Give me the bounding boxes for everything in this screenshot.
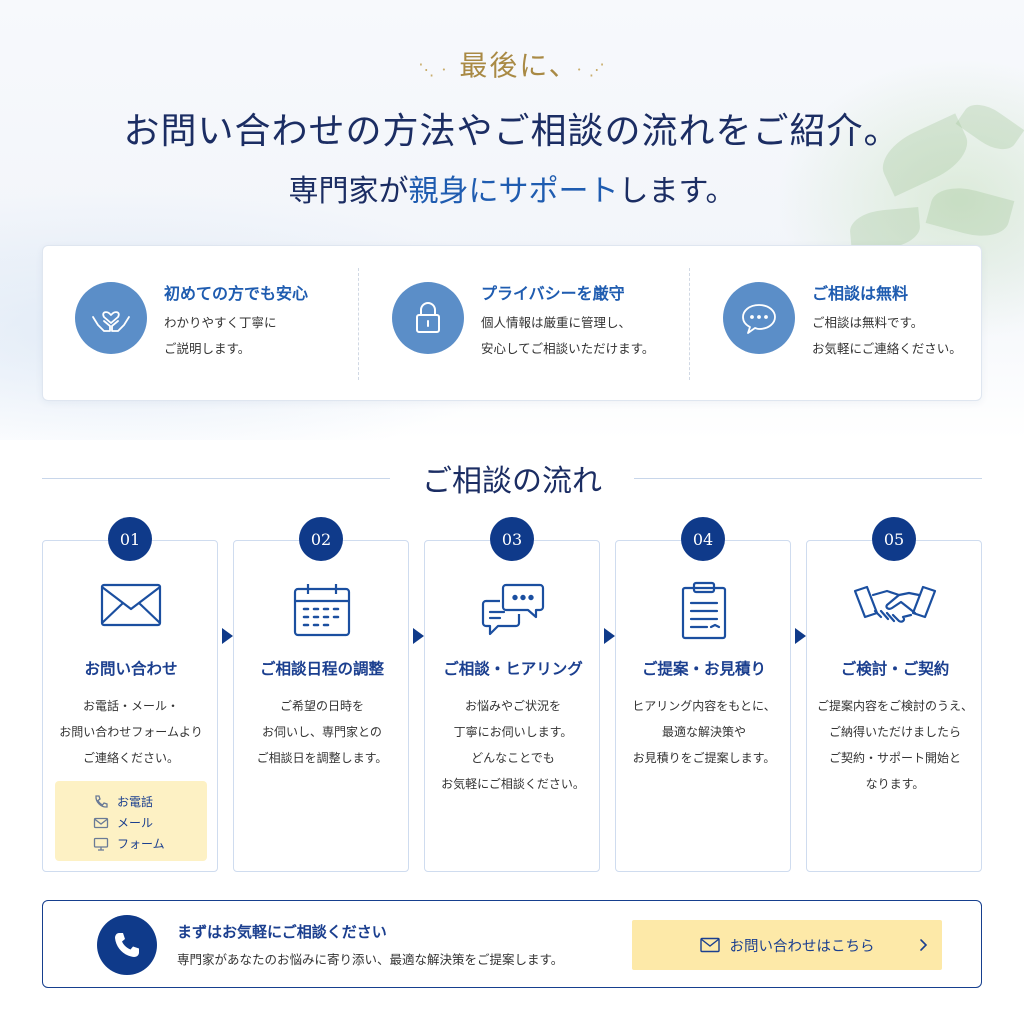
contact-button-label: お問い合わせはこちら: [729, 938, 875, 955]
phone-icon: [95, 794, 108, 808]
feature-item: 初めての方でも安心 わかりやすく丁寧に ご説明します。: [43, 246, 358, 402]
step-title: ご相談・ヒアリング: [443, 660, 583, 678]
feature-description: わかりやすく丁寧に ご説明します。: [164, 310, 277, 362]
step-line: ご納得いただけましたら: [828, 725, 961, 739]
feature-title: 初めての方でも安心: [164, 284, 309, 303]
contact-method-label: フォーム: [117, 837, 165, 851]
chat-bubble-icon: [723, 282, 795, 354]
flow-step-1: お問い合わせ お電話・メール・ お問い合わせフォームより ご連絡ください。 お電…: [42, 540, 218, 872]
step-line: なります。: [865, 777, 925, 791]
arrow-right-icon: [604, 628, 615, 644]
step-line: お問い合わせフォームより: [59, 725, 203, 739]
feature-item: プライバシーを厳守 個人情報は厳重に管理し、 安心してご相談いただけます。: [358, 246, 688, 402]
phone-icon: [97, 915, 157, 975]
cta-title: まずはお気軽にご相談ください: [177, 923, 387, 941]
calendar-icon: [234, 581, 410, 645]
flow-step-2: ご相談日程の調整 ご希望の日時を お伺いし、専門家との ご相談日を調整します。: [233, 540, 409, 872]
subtitle-highlight: 親身にサポート: [409, 166, 619, 210]
lock-icon: [392, 282, 464, 354]
step-number-badge: 04: [681, 517, 725, 561]
step-line: お気軽にご相談ください。: [441, 777, 585, 791]
cta-banner: まずはお気軽にご相談ください 専門家があなたのお悩みに寄り添い、最適な解決策をご…: [42, 900, 982, 988]
title-rule-right: [634, 478, 982, 479]
cta-description: 専門家があなたのお悩みに寄り添い、最適な解決策をご提案します。: [177, 952, 564, 967]
subtitle-post: します。: [618, 174, 736, 209]
feature-description: ご相談は無料です。 お気軽にご連絡ください。: [812, 310, 962, 362]
feature-line: 安心してご相談いただけます。: [481, 341, 655, 356]
feature-description: 個人情報は厳重に管理し、 安心してご相談いただけます。: [481, 310, 654, 362]
step-title: ご提案・お見積り: [641, 660, 766, 678]
step-title: お問い合わせ: [84, 660, 178, 678]
step-line: 最適な解決策や: [661, 725, 746, 739]
title-rule-left: [42, 478, 390, 479]
divider: [689, 268, 690, 380]
handshake-icon: [807, 581, 983, 645]
page-title: お問い合わせの方法やご相談の流れをご紹介。: [123, 111, 901, 152]
contact-method-mail[interactable]: メール: [93, 812, 207, 833]
step-title: ご検討・ご契約: [840, 660, 950, 678]
step-number-badge: 05: [872, 517, 916, 561]
step-description: お悩みやご状況を 丁寧にお伺いします。 どんなことでも お気軽にご相談ください。: [425, 693, 601, 797]
step-number-badge: 02: [299, 517, 343, 561]
step-line: どんなことでも: [471, 751, 555, 765]
mail-icon: [699, 937, 720, 953]
chat-bubbles-icon: [425, 581, 601, 645]
heart-hands-icon: [75, 282, 147, 354]
step-line: お見積りをご提案します。: [632, 751, 776, 765]
step-number-badge: 03: [490, 517, 534, 561]
arrow-right-icon: [413, 628, 424, 644]
flow-step-4: ご提案・お見積り ヒアリング内容をもとに、 最適な解決策や お見積りをご提案しま…: [615, 540, 791, 872]
sparkle-left-icon: ⋱ ·: [418, 60, 448, 79]
step-line: 丁寧にお伺いします。: [453, 725, 573, 739]
contact-methods-box: お電話 メール フォーム: [55, 781, 207, 861]
features-card: 初めての方でも安心 わかりやすく丁寧に ご説明します。 プライバシーを厳守 個人…: [42, 245, 982, 401]
lead-text: 最後に、: [459, 49, 565, 82]
contact-method-form[interactable]: フォーム: [93, 833, 207, 854]
step-line: ヒアリング内容をもとに、: [632, 699, 776, 713]
monitor-icon: [93, 837, 109, 851]
feature-line: ご説明します。: [164, 341, 251, 356]
step-title: ご相談日程の調整: [259, 660, 384, 678]
step-line: ご連絡ください。: [82, 751, 179, 765]
step-line: お悩みやご状況を: [464, 699, 561, 713]
contact-button[interactable]: お問い合わせはこちら: [632, 920, 942, 970]
feature-line: お気軽にご連絡ください。: [812, 341, 962, 356]
step-line: ご提案内容をご検討のうえ、: [816, 699, 973, 713]
feature-line: 個人情報は厳重に管理し、: [481, 315, 632, 330]
mail-icon: [93, 817, 109, 828]
step-line: お伺いし、専門家との: [262, 725, 382, 739]
arrow-right-icon: [222, 628, 233, 644]
divider: [358, 268, 359, 380]
flow-step-5: ご検討・ご契約 ご提案内容をご検討のうえ、 ご納得いただけましたら ご契約・サポ…: [806, 540, 982, 872]
chevron-right-icon: [920, 939, 928, 951]
step-line: お電話・メール・: [82, 699, 179, 713]
flow-title: ご相談の流れ: [422, 464, 602, 499]
clipboard-icon: [616, 581, 792, 645]
arrow-right-icon: [795, 628, 806, 644]
feature-title: ご相談は無料: [812, 284, 909, 303]
envelope-icon: [43, 581, 219, 645]
feature-line: わかりやすく丁寧に: [164, 315, 277, 330]
step-description: お電話・メール・ お問い合わせフォームより ご連絡ください。: [43, 693, 219, 771]
step-description: ご希望の日時を お伺いし、専門家との ご相談日を調整します。: [234, 693, 410, 771]
contact-method-label: メール: [117, 816, 154, 830]
step-number-badge: 01: [108, 517, 152, 561]
lead-heading: ⋱ · 最後に、 · ⋰: [0, 44, 1024, 84]
feature-line: ご相談は無料です。: [812, 315, 924, 330]
subtitle-pre: 専門家が: [288, 174, 409, 209]
flow-step-3: ご相談・ヒアリング お悩みやご状況を 丁寧にお伺いします。 どんなことでも お気…: [424, 540, 600, 872]
contact-method-phone[interactable]: お電話: [93, 791, 207, 812]
step-description: ヒアリング内容をもとに、 最適な解決策や お見積りをご提案します。: [616, 693, 792, 771]
step-line: ご契約・サポート開始と: [828, 751, 961, 765]
feature-title: プライバシーを厳守: [481, 284, 625, 303]
feature-item: ご相談は無料 ご相談は無料です。 お気軽にご連絡ください。: [689, 246, 983, 402]
contact-method-label: お電話: [117, 795, 154, 809]
step-line: ご希望の日時を: [279, 699, 364, 713]
step-description: ご提案内容をご検討のうえ、 ご納得いただけましたら ご契約・サポート開始と なり…: [807, 693, 983, 797]
page-subtitle: 専門家が親身にサポートします。: [0, 166, 1024, 210]
sparkle-right-icon: · ⋰: [576, 60, 606, 79]
step-line: ご相談日を調整します。: [256, 751, 388, 765]
